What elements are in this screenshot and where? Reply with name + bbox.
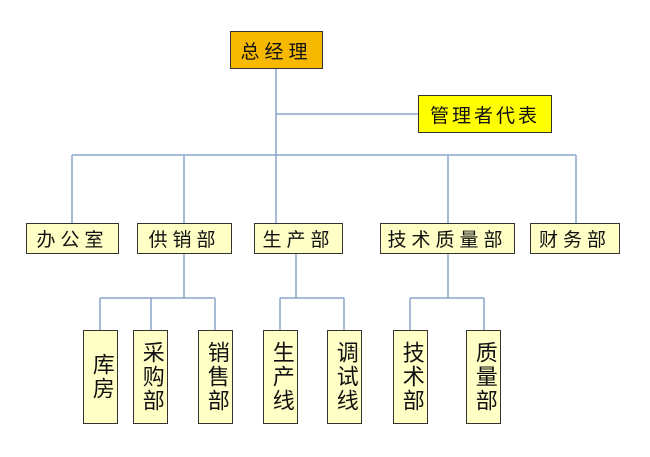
finance-box: 财务部: [530, 223, 620, 254]
sales-label: 销售部: [203, 341, 229, 413]
debug-line-label: 调试线: [332, 341, 358, 413]
management-representative-box: 管理者代表: [418, 95, 552, 133]
tech-quality-box: 技术质量部: [380, 223, 515, 254]
management-representative-label: 管理者代表: [429, 104, 540, 127]
finance-label: 财务部: [538, 229, 611, 251]
warehouse-label: 库房: [88, 353, 114, 401]
supply-sales-label: 供销部: [148, 229, 221, 251]
purchasing-label: 采购部: [138, 341, 164, 413]
supply-sales-box: 供销部: [137, 223, 232, 254]
quality-dept-label: 质量部: [471, 341, 497, 413]
quality-dept-box: 质量部: [466, 330, 501, 424]
purchasing-box: 采购部: [133, 330, 168, 424]
technical-dept-label: 技术部: [398, 341, 424, 413]
office-label: 办公室: [36, 229, 109, 251]
production-box: 生产部: [254, 223, 343, 254]
production-label: 生产部: [262, 229, 335, 251]
debug-line-box: 调试线: [327, 330, 362, 424]
general-manager-label: 总经理: [240, 40, 313, 63]
tech-quality-label: 技术质量部: [387, 229, 508, 251]
sales-box: 销售部: [198, 330, 233, 424]
office-box: 办公室: [26, 223, 119, 254]
production-line-box: 生产线: [263, 330, 298, 424]
warehouse-box: 库房: [83, 330, 118, 424]
technical-dept-box: 技术部: [393, 330, 428, 424]
production-line-label: 生产线: [268, 341, 294, 413]
general-manager-box: 总经理: [230, 31, 323, 69]
